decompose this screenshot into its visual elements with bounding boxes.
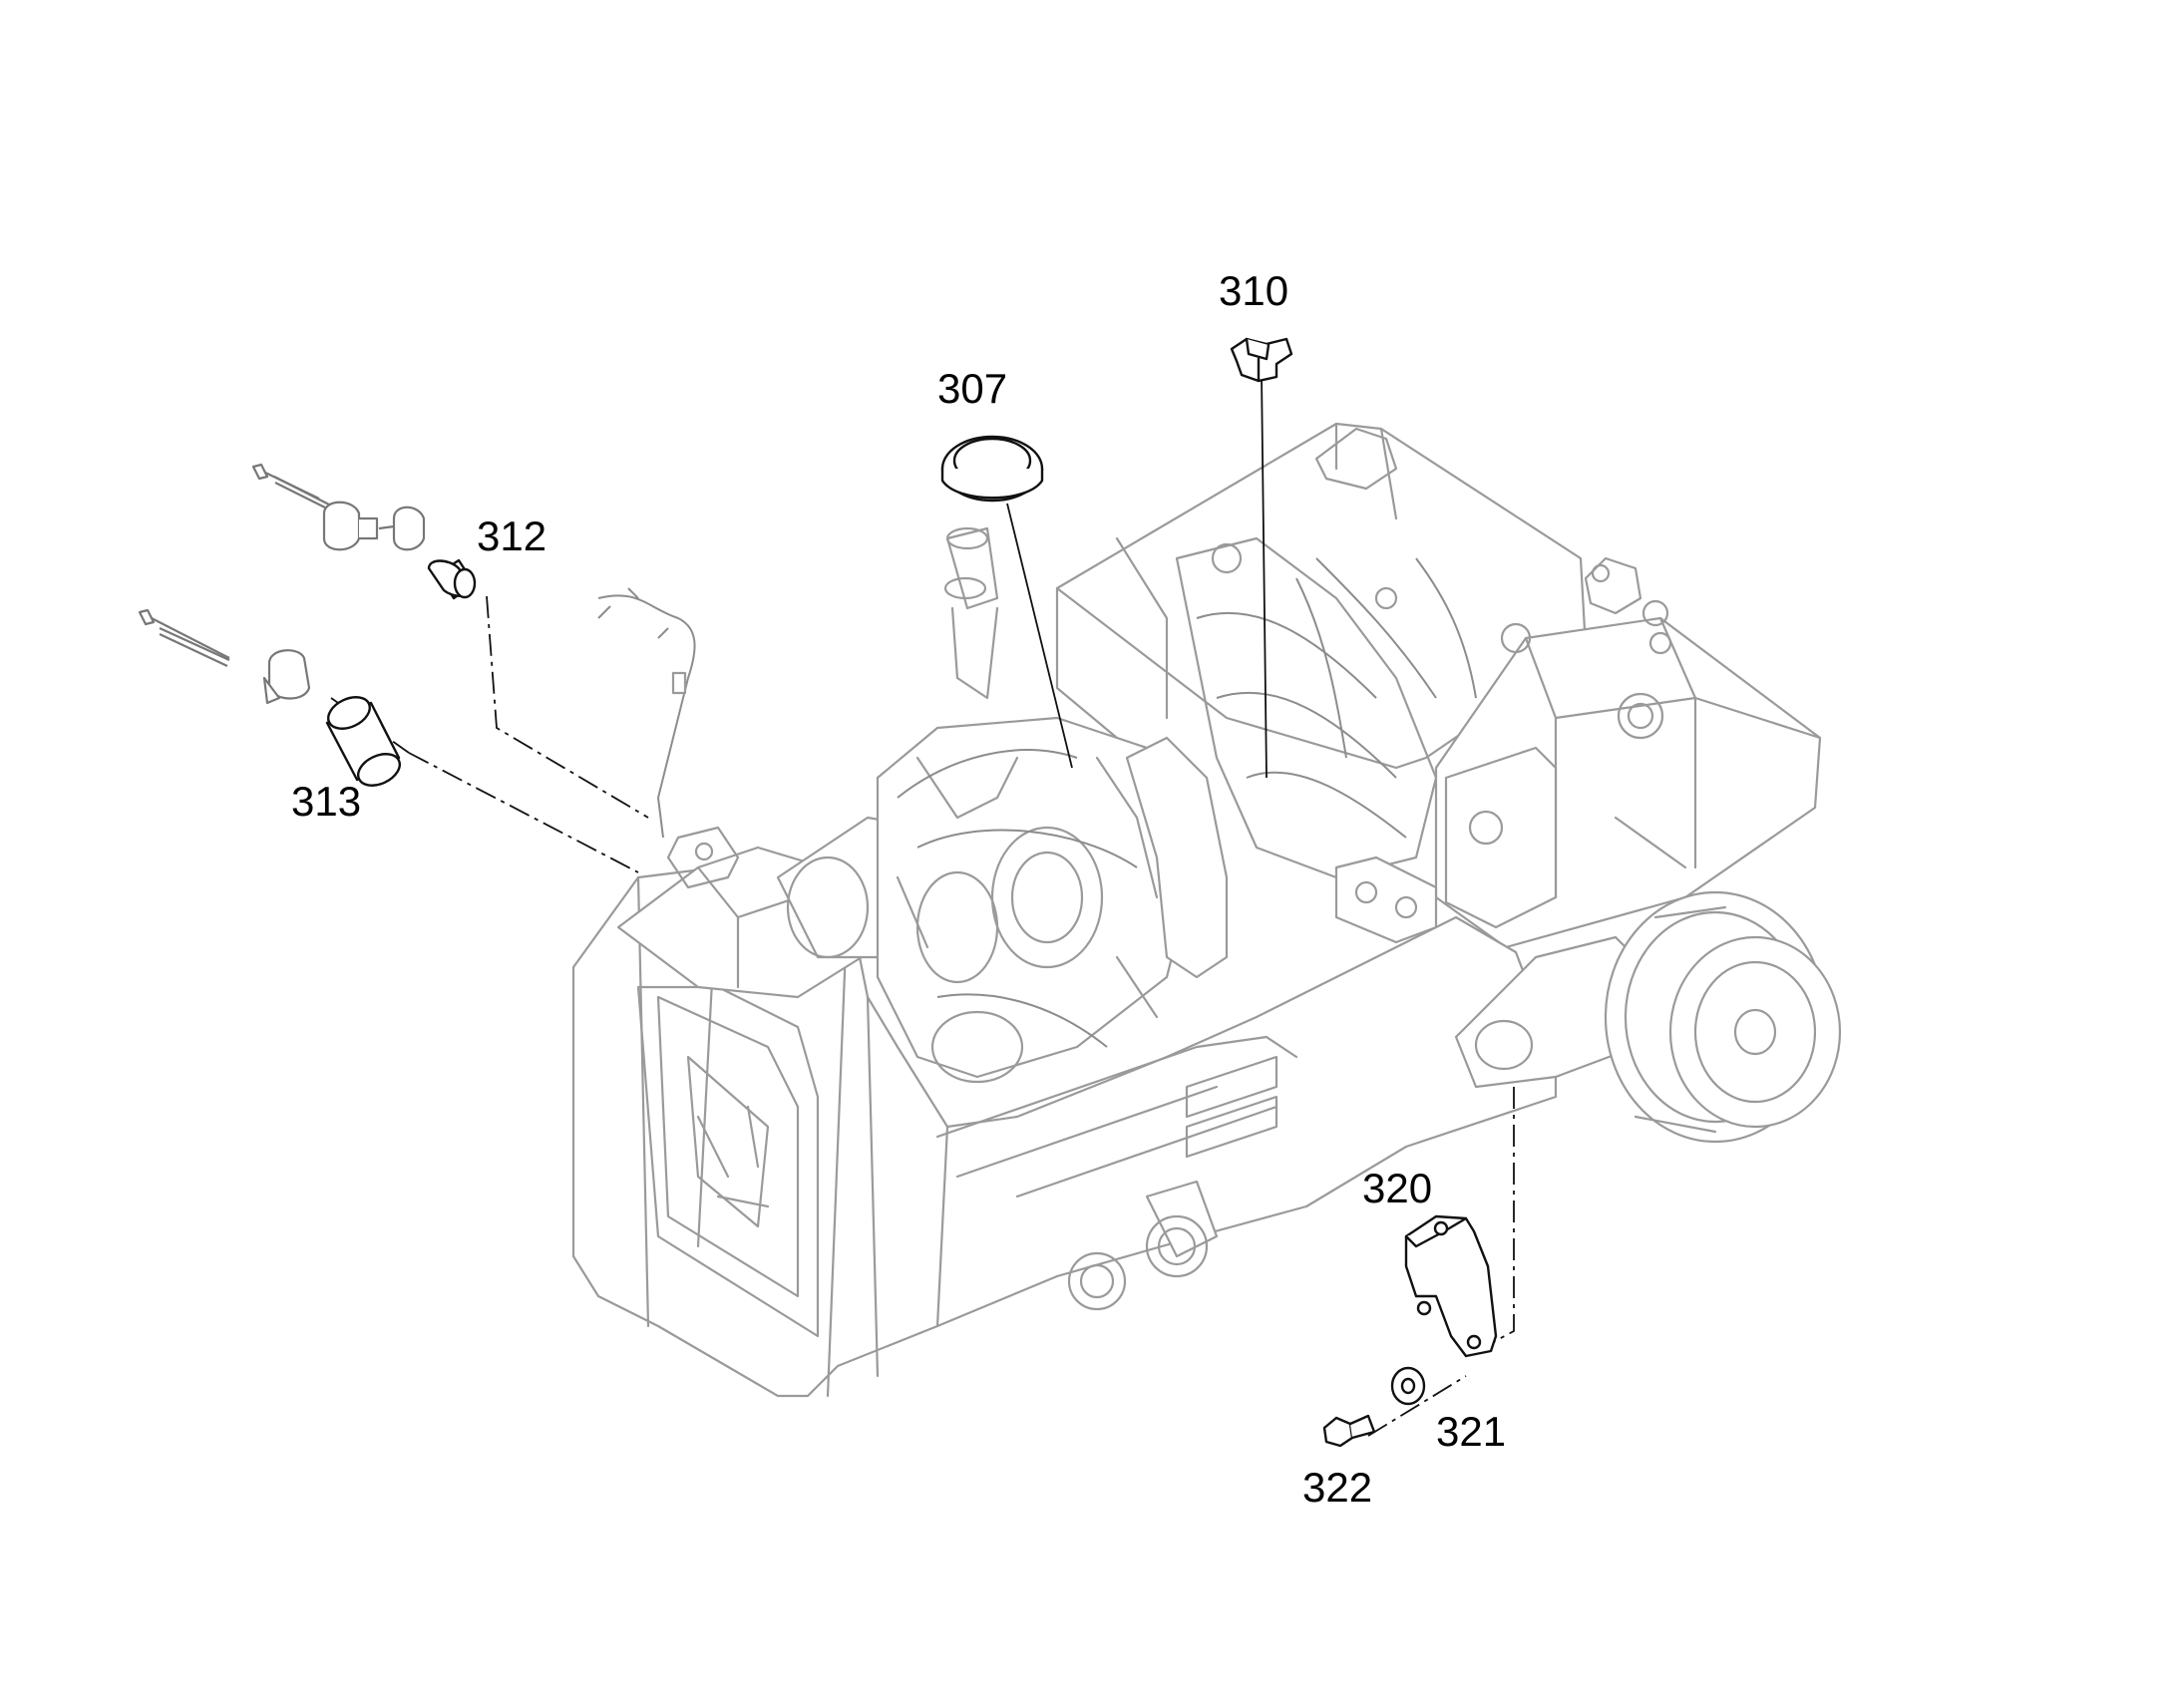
part-321-washer	[1390, 1366, 1426, 1406]
part-313-bolt-spacer	[138, 608, 401, 787]
dashdot-313	[408, 752, 639, 873]
dashdot-312	[486, 595, 649, 819]
leader-307	[1006, 503, 1073, 769]
callout-321: 321	[1436, 1408, 1506, 1455]
callout-310: 310	[1219, 267, 1288, 314]
part-322-bolt	[1322, 1414, 1376, 1448]
callout-labels: 307 310 312 313 320 321 322	[291, 267, 1506, 1511]
part-310-clip	[1230, 337, 1293, 383]
callout-312: 312	[477, 512, 546, 559]
machine-assembly	[571, 422, 1842, 1398]
dashdot-321-322	[1367, 1375, 1467, 1437]
part-312-clamp-set	[251, 463, 477, 600]
leader-lines	[330, 373, 1515, 1437]
callout-322: 322	[1302, 1464, 1372, 1511]
callout-313: 313	[291, 778, 361, 825]
part-320-bracket	[1404, 1214, 1498, 1358]
part-307-grommet	[940, 435, 1044, 503]
callout-307: 307	[937, 365, 1007, 412]
callout-320: 320	[1362, 1165, 1432, 1211]
leader-310	[1261, 373, 1268, 779]
